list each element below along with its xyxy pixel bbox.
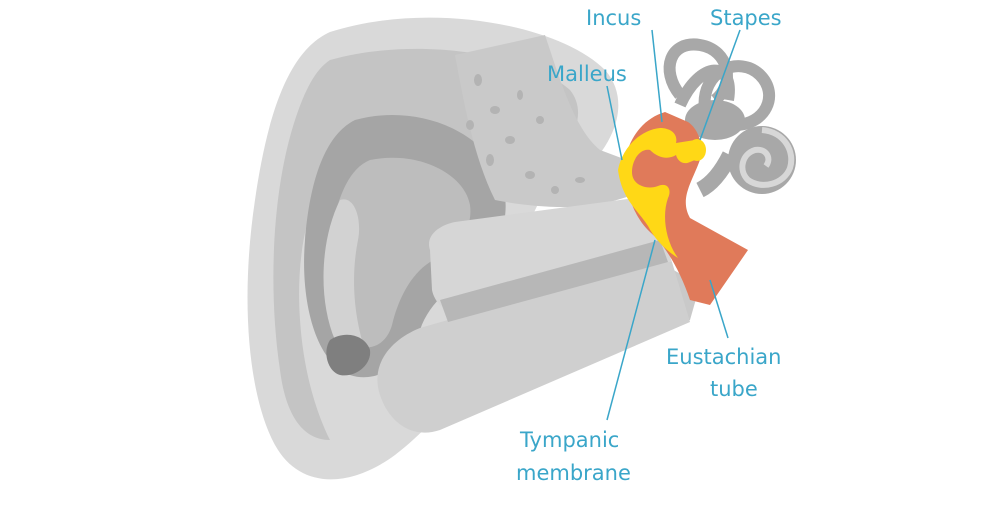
temporal-bone xyxy=(455,35,650,208)
ear-shadow xyxy=(326,334,371,376)
stapes-footplate xyxy=(688,139,706,161)
label-tympanic-line1: Tympanic xyxy=(520,428,620,452)
leader-tympanic xyxy=(606,239,656,421)
ear-canal-lower xyxy=(377,262,690,433)
leader-eustachian xyxy=(709,279,729,339)
middle-ear-cavity xyxy=(625,112,748,305)
ear-canal xyxy=(429,196,672,314)
concha-inner xyxy=(328,157,471,348)
leader-stapes xyxy=(699,29,741,141)
leader-malleus xyxy=(606,85,623,161)
ear-canal-shadow xyxy=(440,240,668,322)
label-stapes: Stapes xyxy=(710,6,782,30)
label-malleus: Malleus xyxy=(547,62,627,86)
ossicles xyxy=(618,128,705,258)
label-eustachian-line2: tube xyxy=(710,377,758,401)
leader-lines xyxy=(606,29,741,421)
cochlea xyxy=(696,126,796,198)
vestibule xyxy=(685,100,745,140)
antihelix xyxy=(323,199,365,359)
label-tympanic-line2: membrane xyxy=(516,461,631,485)
leader-incus xyxy=(651,29,663,123)
semicircular-canals xyxy=(663,38,776,131)
label-eustachian-line1: Eustachian xyxy=(666,345,782,369)
label-incus: Incus xyxy=(586,6,642,30)
